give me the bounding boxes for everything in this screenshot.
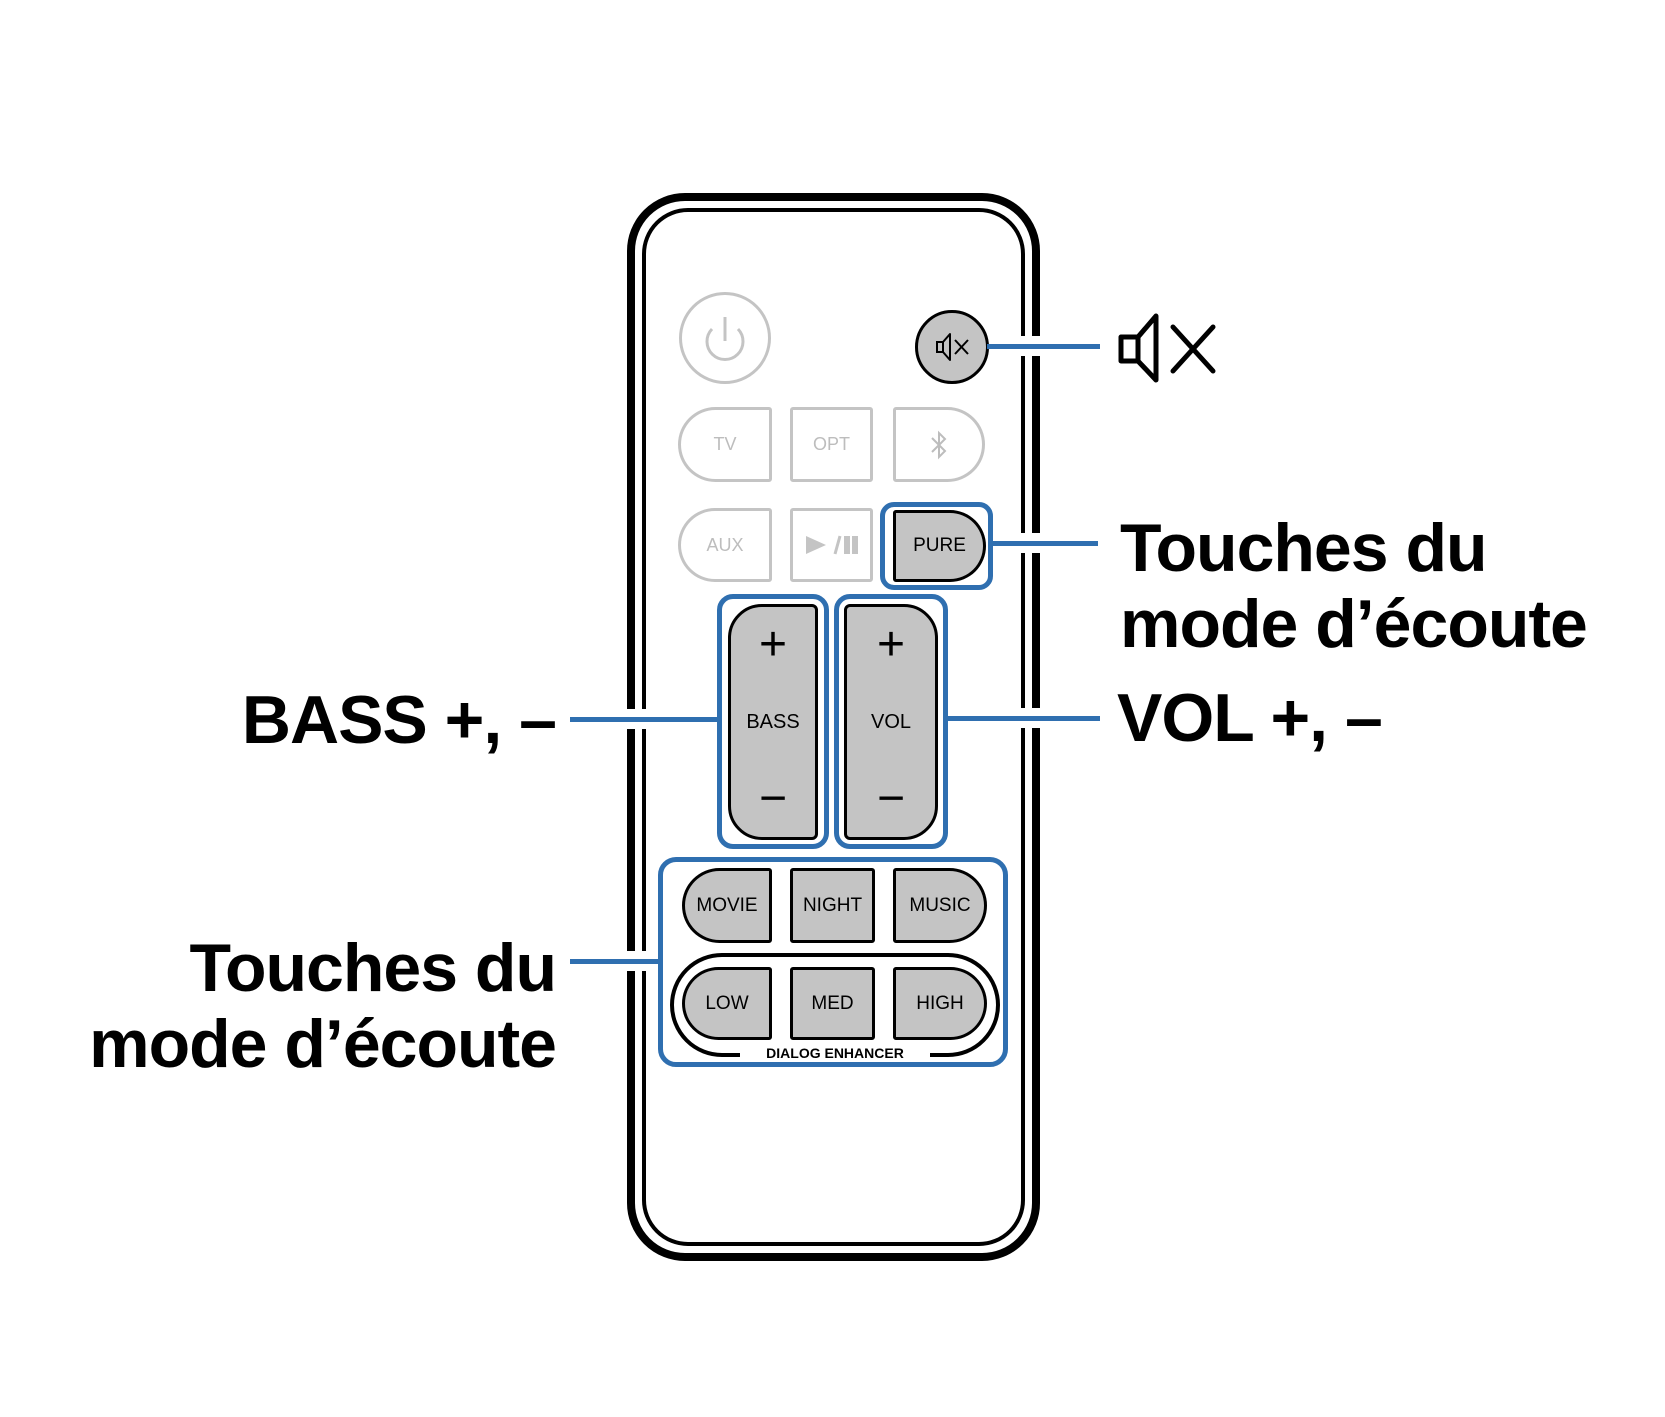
dialog-low-button[interactable]: LOW (682, 967, 772, 1040)
play-pause-button[interactable] (790, 508, 873, 582)
opt-button[interactable]: OPT (790, 407, 873, 482)
movie-label: MOVIE (696, 894, 758, 916)
aux-button[interactable]: AUX (678, 508, 772, 582)
sound-mode-callout-line1: Touches du (189, 930, 557, 1006)
pure-highlight-box (880, 502, 993, 590)
pure-label: PURE (913, 535, 966, 556)
pure-callout-line2: mode d’écoute (1120, 586, 1588, 662)
bass-callout-label: BASS +, – (241, 682, 557, 758)
high-label: HIGH (916, 992, 964, 1014)
vol-callout-label: VOL +, – (1117, 680, 1383, 756)
sound-mode-callout-line2: mode d’écoute (89, 1006, 557, 1082)
vol-callout-line (948, 716, 1100, 721)
bass-label: BASS (746, 710, 800, 733)
pure-callout-line (993, 541, 1098, 546)
music-button[interactable]: MUSIC (893, 868, 987, 943)
opt-label: OPT (812, 434, 850, 454)
sound-mode-callout-line (570, 959, 658, 964)
night-button[interactable]: NIGHT (790, 868, 875, 943)
bass-plus-button[interactable]: + (758, 618, 788, 671)
mute-button[interactable] (915, 310, 989, 384)
sound-mode-highlight-box (658, 857, 1008, 1067)
movie-button[interactable]: MOVIE (682, 868, 772, 943)
vol-minus-button[interactable]: − (876, 772, 906, 825)
vol-highlight-box (834, 594, 948, 849)
pure-button[interactable]: PURE (893, 510, 986, 582)
vol-rocker[interactable]: + VOL − (844, 604, 938, 840)
power-button[interactable] (679, 292, 771, 384)
music-label: MUSIC (909, 894, 971, 916)
bass-highlight-box (717, 594, 829, 849)
bluetooth-button[interactable] (893, 407, 985, 482)
bass-rocker[interactable]: + BASS − (728, 604, 818, 840)
vol-label: VOL (870, 710, 912, 733)
mute-callout-line (987, 344, 1100, 349)
play-pause-icon (805, 535, 858, 555)
power-icon (705, 317, 745, 361)
tv-button[interactable]: TV (678, 407, 772, 482)
vol-plus-button[interactable]: + (876, 618, 906, 671)
bass-callout-line (570, 717, 717, 722)
med-label: MED (811, 992, 854, 1014)
pure-callout-label: Touches du mode d’écoute (1120, 510, 1588, 662)
sound-mode-callout-label: Touches du mode d’écoute (89, 930, 557, 1082)
dialog-enhancer-label: DIALOG ENHANCER (740, 1044, 930, 1062)
bass-minus-button[interactable]: − (758, 772, 788, 825)
mute-icon (936, 333, 969, 361)
night-label: NIGHT (802, 894, 863, 916)
dialog-med-button[interactable]: MED (790, 967, 875, 1040)
low-label: LOW (705, 992, 749, 1014)
dialog-high-button[interactable]: HIGH (893, 967, 987, 1040)
bluetooth-icon (931, 430, 947, 459)
aux-label: AUX (706, 534, 744, 555)
mute-callout-icon (1118, 313, 1216, 383)
pure-callout-line1: Touches du (1120, 510, 1488, 586)
tv-label: TV (713, 434, 737, 454)
